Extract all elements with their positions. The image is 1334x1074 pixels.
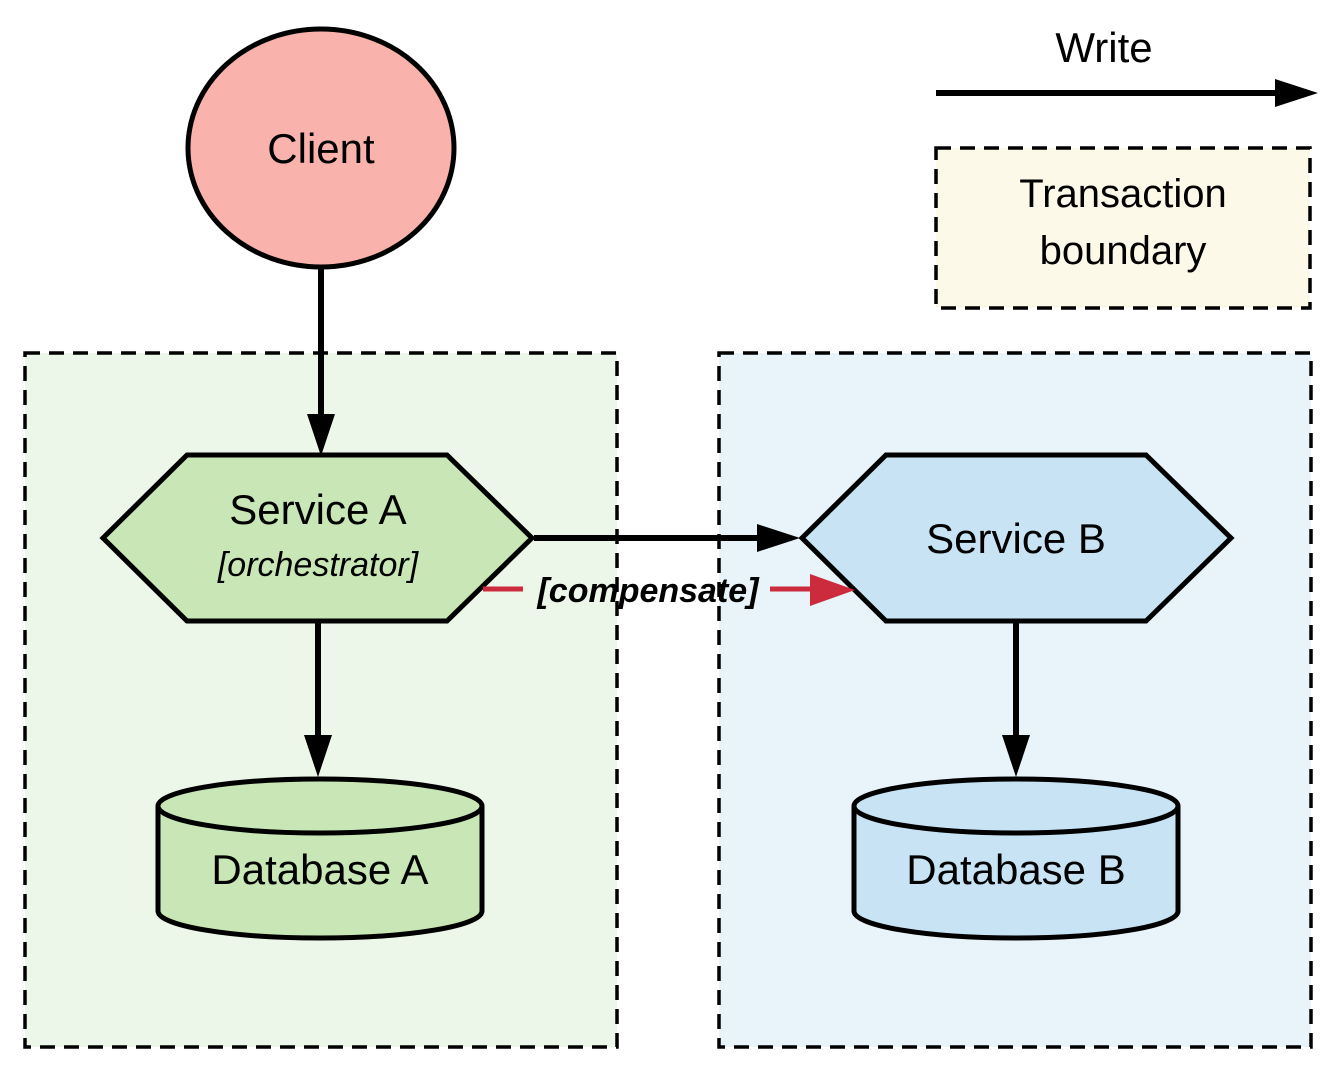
compensate-arrowhead — [810, 574, 855, 606]
compensate-label: [compensate] — [536, 572, 760, 610]
legend-transaction-boundary-line2: boundary — [1040, 229, 1207, 273]
client-label: Client — [267, 125, 375, 172]
database-a-label: Database A — [211, 846, 428, 893]
service-a-node — [99, 452, 536, 624]
service-b-to-database-b-arrowhead — [1002, 735, 1030, 777]
database-b-node: Database B — [851, 776, 1181, 941]
database-a-node: Database A — [155, 776, 485, 941]
service-a-label: Service A — [229, 486, 406, 533]
legend-transaction-boundary-box — [934, 146, 1312, 310]
service-a-sublabel: [orchestrator] — [217, 546, 420, 584]
legend-transaction-boundary: Transaction boundary — [934, 146, 1312, 310]
legend-write-label: Write — [1055, 24, 1152, 71]
service-b-label: Service B — [926, 515, 1106, 562]
database-b-top — [851, 776, 1181, 836]
service-b-node — [798, 452, 1235, 624]
client-to-service-a-arrowhead — [307, 414, 335, 456]
legend-write-arrowhead — [1275, 79, 1318, 107]
database-b-label: Database B — [906, 846, 1125, 893]
legend-transaction-boundary-line1: Transaction — [1019, 172, 1227, 216]
service-a-to-service-b-write-arrowhead — [757, 524, 800, 552]
legend-write: Write — [936, 24, 1318, 107]
database-b-body — [851, 806, 1181, 941]
service-a-to-database-a-arrowhead — [304, 735, 332, 777]
database-a-body — [155, 806, 485, 941]
database-a-top — [155, 776, 485, 836]
